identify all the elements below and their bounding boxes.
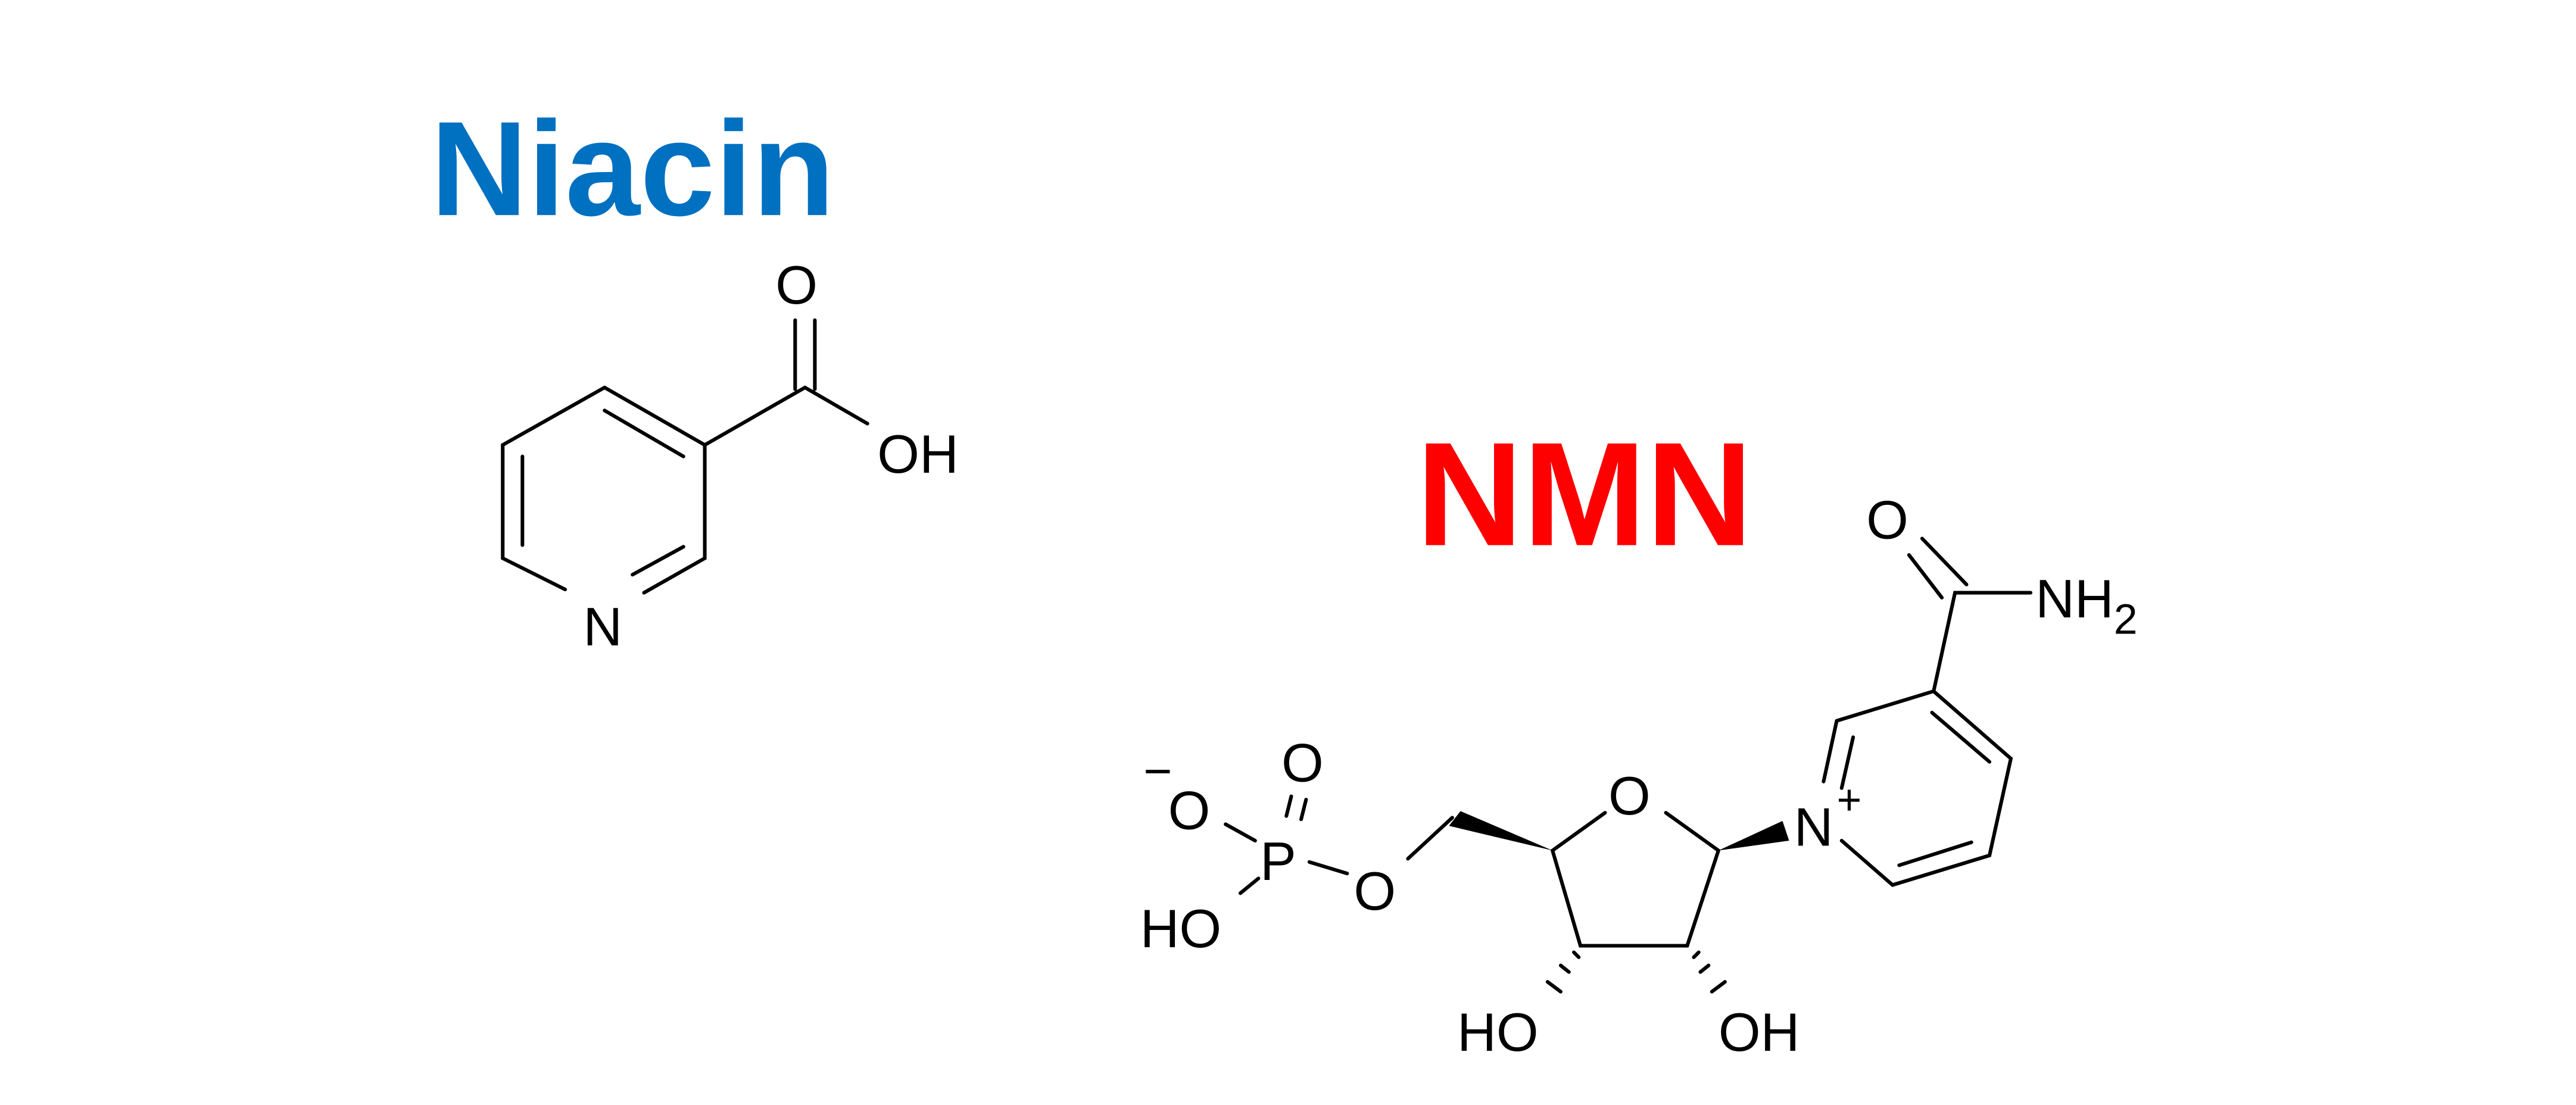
positive-charge: + [1836,776,1861,824]
niacin-structure: N O OH [501,255,959,657]
nmn-ring-n: N [1794,797,1833,857]
nmn-ho: HO [1457,1003,1539,1063]
nmn-oh: OH [1719,1003,1800,1063]
nmn-ribose-o: O [1608,766,1651,826]
nmn-p: P [1260,832,1296,892]
niacin-n: N [583,597,622,657]
hashed-bond [1545,950,1581,994]
nmn-title: NMN [1416,411,1752,577]
niacin-title: Niacin [431,93,835,244]
nmn-nh2: NH2 [2035,569,2137,644]
negative-charge: − [1143,744,1172,799]
wedge-bond [1718,820,1789,851]
wedge-bond [1449,811,1553,851]
nmn-p-o: O [1281,733,1324,794]
hashed-bond [1692,950,1727,994]
niacin-o: O [775,255,818,316]
nmn-structure: O NH2 N + O O P O O − HO HO OH [1140,491,2138,1063]
niacin-oh: OH [877,424,959,485]
nmn-amide-o: O [1866,491,1908,551]
nmn-p-oh: HO [1140,899,1222,959]
nmn-o-minus: O [1168,781,1211,841]
nmn-ester-o: O [1354,861,1396,922]
